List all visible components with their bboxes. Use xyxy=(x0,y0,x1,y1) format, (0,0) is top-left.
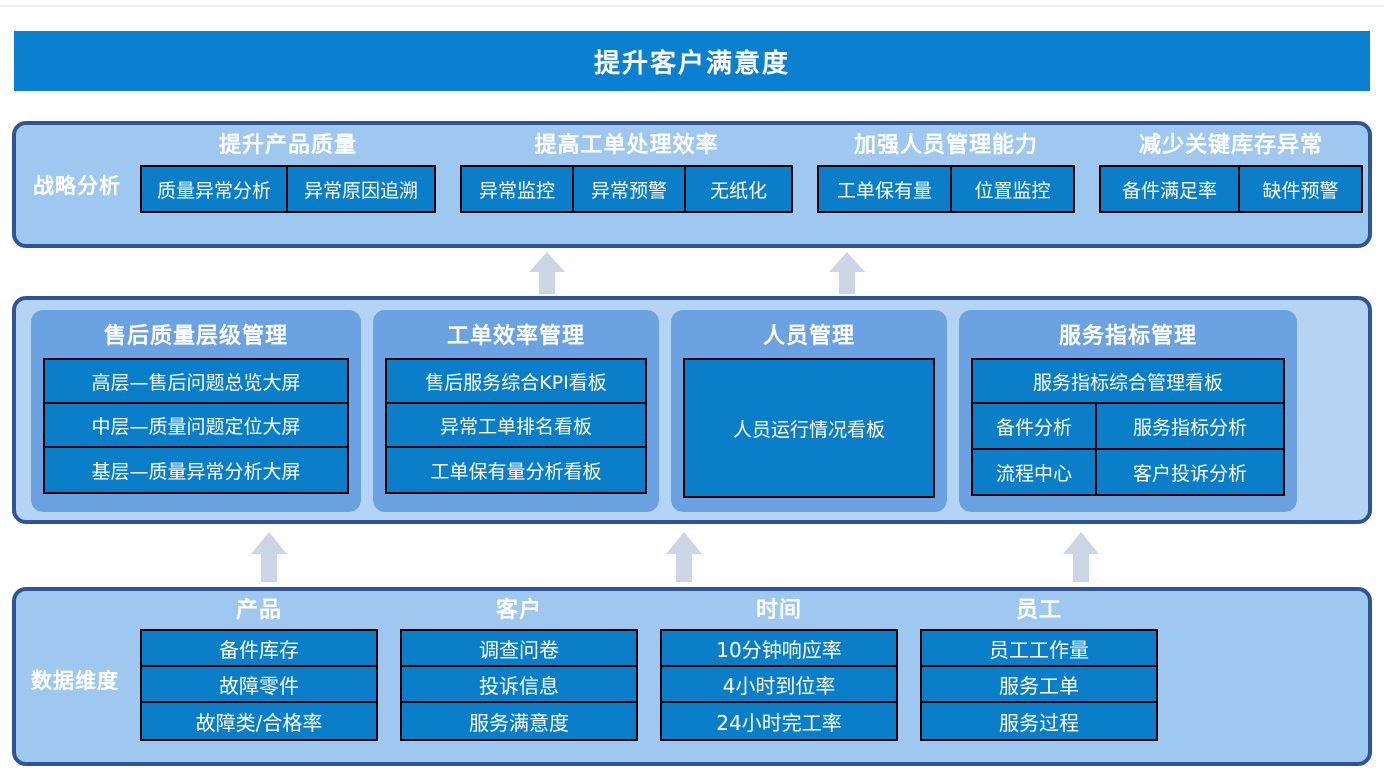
dimension-column-heading: 员工 xyxy=(1015,598,1062,623)
app-item[interactable]: 流程中心 xyxy=(973,450,1097,494)
strategy-column-heading: 提升产品质量 xyxy=(218,133,357,158)
app-item[interactable]: 异常工单排名看板 xyxy=(387,404,645,448)
dimension-column-product: 产品 备件库存 故障零件 故障类/合格率 xyxy=(140,592,378,741)
dimension-item[interactable]: 故障类/合格率 xyxy=(142,703,376,739)
strategy-column-heading: 减少关键库存异常 xyxy=(1138,133,1323,158)
strategy-item[interactable]: 异常预警 xyxy=(574,167,686,211)
arrow-dims-to-apps-1 xyxy=(249,532,289,582)
dimension-item[interactable]: 员工工作量 xyxy=(922,631,1156,667)
strategy-item[interactable]: 缺件预警 xyxy=(1240,167,1361,211)
arrow-apps-to-strategy-2 xyxy=(827,252,867,294)
app-item[interactable]: 售后服务综合KPI看板 xyxy=(387,360,645,404)
dimension-item[interactable]: 服务过程 xyxy=(922,703,1156,739)
dimension-item-stack: 备件库存 故障零件 故障类/合格率 xyxy=(140,629,378,741)
app-group-aftersales-quality: 售后质量层级管理 高层—售后问题总览大屏 中层—质量问题定位大屏 基层—质量异常… xyxy=(31,310,361,512)
app-item[interactable]: 客户投诉分析 xyxy=(1097,450,1283,494)
strategy-column-heading: 加强人员管理能力 xyxy=(853,133,1038,158)
dimension-item[interactable]: 调查问卷 xyxy=(402,631,636,667)
app-item-stack: 售后服务综合KPI看板 异常工单排名看板 工单保有量分析看板 xyxy=(385,358,647,494)
app-group-staff-management: 人员管理 人员运行情况看板 xyxy=(671,310,947,512)
top-divider-line xyxy=(0,5,1384,7)
strategy-column-staff-management: 加强人员管理能力 工单保有量 位置监控 xyxy=(817,127,1075,213)
arrow-dims-to-apps-3 xyxy=(1061,532,1101,582)
dimension-item[interactable]: 10分钟响应率 xyxy=(662,631,896,667)
dimension-item-stack: 员工工作量 服务工单 服务过程 xyxy=(920,629,1158,741)
app-group-workorder-efficiency: 工单效率管理 售后服务综合KPI看板 异常工单排名看板 工单保有量分析看板 xyxy=(373,310,659,512)
app-item[interactable]: 基层—质量异常分析大屏 xyxy=(45,448,347,492)
dimension-column-customer: 客户 调查问卷 投诉信息 服务满意度 xyxy=(400,592,638,741)
strategy-band-label: 战略分析 xyxy=(33,174,121,198)
strategy-column-heading: 提高工单处理效率 xyxy=(534,133,719,158)
arrow-apps-to-strategy-1 xyxy=(527,252,567,294)
dimension-item[interactable]: 4小时到位率 xyxy=(662,667,896,703)
strategy-item-row: 备件满足率 缺件预警 xyxy=(1099,165,1363,213)
strategy-item-row: 质量异常分析 异常原因追溯 xyxy=(140,165,436,213)
app-item-stack: 服务指标综合管理看板 备件分析 服务指标分析 流程中心 客户投诉分析 xyxy=(971,358,1285,496)
dimension-column-time: 时间 10分钟响应率 4小时到位率 24小时完工率 xyxy=(660,592,898,741)
strategy-item[interactable]: 异常监控 xyxy=(462,167,574,211)
app-item[interactable]: 服务指标综合管理看板 xyxy=(973,360,1283,404)
dimension-item[interactable]: 投诉信息 xyxy=(402,667,636,703)
app-item[interactable]: 服务指标分析 xyxy=(1097,404,1283,448)
app-item[interactable]: 高层—售后问题总览大屏 xyxy=(45,360,347,404)
strategy-item[interactable]: 无纸化 xyxy=(686,167,791,211)
strategy-item-row: 工单保有量 位置监控 xyxy=(817,165,1075,213)
app-group-heading: 人员管理 xyxy=(762,324,855,349)
app-item-stack: 高层—售后问题总览大屏 中层—质量问题定位大屏 基层—质量异常分析大屏 xyxy=(43,358,349,494)
dimension-item[interactable]: 备件库存 xyxy=(142,631,376,667)
dimension-item[interactable]: 服务满意度 xyxy=(402,703,636,739)
dimension-band-label: 数据维度 xyxy=(31,669,119,693)
app-item[interactable]: 工单保有量分析看板 xyxy=(387,448,645,492)
dimension-column-heading: 时间 xyxy=(755,598,802,623)
app-group-heading: 服务指标管理 xyxy=(1058,324,1197,349)
dimension-column-heading: 客户 xyxy=(495,598,542,623)
page-title: 提升客户满意度 xyxy=(593,48,790,79)
dimension-item-stack: 10分钟响应率 4小时到位率 24小时完工率 xyxy=(660,629,898,741)
strategy-column-inventory-anomaly: 减少关键库存异常 备件满足率 缺件预警 xyxy=(1099,127,1363,213)
strategy-columns: 提升产品质量 质量异常分析 异常原因追溯 提高工单处理效率 异常监控 异常预警 … xyxy=(140,127,1364,241)
app-item[interactable]: 人员运行情况看板 xyxy=(685,360,933,496)
dimension-column-employee: 员工 员工工作量 服务工单 服务过程 xyxy=(920,592,1158,741)
app-item-stack: 人员运行情况看板 xyxy=(683,358,935,498)
app-item[interactable]: 备件分析 xyxy=(973,404,1097,448)
app-group-service-metrics: 服务指标管理 服务指标综合管理看板 备件分析 服务指标分析 流程中心 客户投诉分… xyxy=(959,310,1297,512)
app-group-heading: 工单效率管理 xyxy=(446,324,585,349)
strategy-column-workorder-efficiency: 提高工单处理效率 异常监控 异常预警 无纸化 xyxy=(460,127,793,213)
dimension-item[interactable]: 服务工单 xyxy=(922,667,1156,703)
dimension-item[interactable]: 故障零件 xyxy=(142,667,376,703)
app-item[interactable]: 中层—质量问题定位大屏 xyxy=(45,404,347,448)
diagram-title-band: 提升客户满意度 xyxy=(14,31,1370,91)
strategy-column-product-quality: 提升产品质量 质量异常分析 异常原因追溯 xyxy=(140,127,436,213)
strategy-item-row: 异常监控 异常预警 无纸化 xyxy=(460,165,793,213)
strategy-item[interactable]: 异常原因追溯 xyxy=(288,167,434,211)
app-item-row: 备件分析 服务指标分析 xyxy=(973,404,1283,450)
arrow-dims-to-apps-2 xyxy=(664,532,704,582)
dimension-columns: 产品 备件库存 故障零件 故障类/合格率 客户 调查问卷 投诉信息 服务满意度 … xyxy=(140,592,1368,760)
dimension-column-heading: 产品 xyxy=(235,598,282,623)
dimension-item[interactable]: 24小时完工率 xyxy=(662,703,896,739)
app-group-heading: 售后质量层级管理 xyxy=(103,324,288,349)
strategy-item[interactable]: 位置监控 xyxy=(952,167,1073,211)
strategy-item[interactable]: 工单保有量 xyxy=(819,167,952,211)
strategy-item[interactable]: 质量异常分析 xyxy=(142,167,288,211)
app-item-row: 流程中心 客户投诉分析 xyxy=(973,450,1283,494)
application-groups: 售后质量层级管理 高层—售后问题总览大屏 中层—质量问题定位大屏 基层—质量异常… xyxy=(31,310,1353,512)
dimension-item-stack: 调查问卷 投诉信息 服务满意度 xyxy=(400,629,638,741)
strategy-item[interactable]: 备件满足率 xyxy=(1101,167,1240,211)
